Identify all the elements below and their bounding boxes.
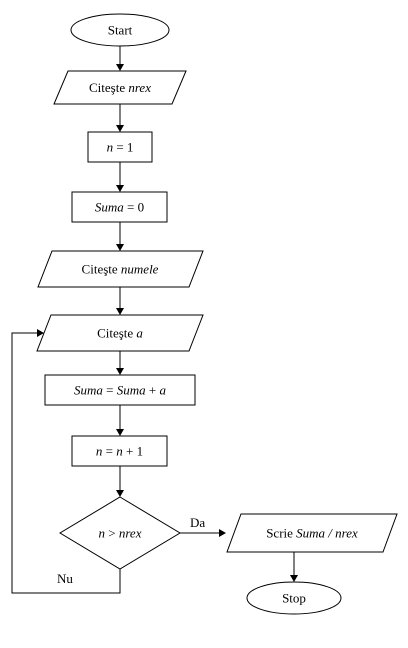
loop-back-no-branch — [11, 332, 121, 594]
read-nrex-label: Citeşte nrex — [89, 80, 151, 95]
arrowhead — [116, 490, 124, 497]
output-label: Scrie Suma / nrex — [266, 526, 358, 541]
init-suma-label: Suma = 0 — [95, 200, 144, 215]
branch-no-label: Nu — [57, 571, 73, 586]
branch-yes-label: Da — [190, 515, 205, 530]
arrowhead — [219, 529, 226, 537]
start-label: Start — [108, 23, 133, 38]
read-numele-label: Citeşte numele — [82, 262, 159, 277]
init-n-node: n = 1 — [87, 131, 153, 163]
stop-label: Stop — [282, 591, 306, 606]
arrowhead — [116, 429, 124, 436]
connectors — [11, 46, 298, 594]
arrowhead — [116, 185, 124, 192]
stop-terminal: Stop — [246, 581, 342, 615]
read-a-label: Citeşte a — [97, 326, 143, 341]
read-numele-node: Citeşte numele — [37, 250, 204, 288]
condition-label: n > nrex — [99, 526, 142, 541]
start-terminal: Start — [70, 13, 170, 47]
read-a-node: Citeşte a — [36, 314, 204, 352]
arrowhead — [116, 64, 124, 71]
arrowhead — [37, 329, 44, 337]
arrowhead — [290, 575, 298, 582]
incr-n-label: n = n + 1 — [96, 444, 143, 459]
init-n-label: n = 1 — [107, 140, 134, 155]
incr-n-node: n = n + 1 — [71, 435, 168, 467]
output-node: Scrie Suma / nrex — [226, 513, 398, 553]
init-suma-node: Suma = 0 — [71, 191, 168, 223]
arrowhead — [116, 125, 124, 132]
condition-decision: n > nrex — [59, 496, 181, 570]
read-nrex-node: Citeşte nrex — [53, 70, 187, 105]
arrowhead — [116, 368, 124, 375]
arrowhead — [116, 244, 124, 251]
arrowhead — [116, 308, 124, 315]
sum-step-node: Suma = Suma + a — [44, 374, 196, 406]
sum-step-label: Suma = Suma + a — [74, 383, 166, 398]
